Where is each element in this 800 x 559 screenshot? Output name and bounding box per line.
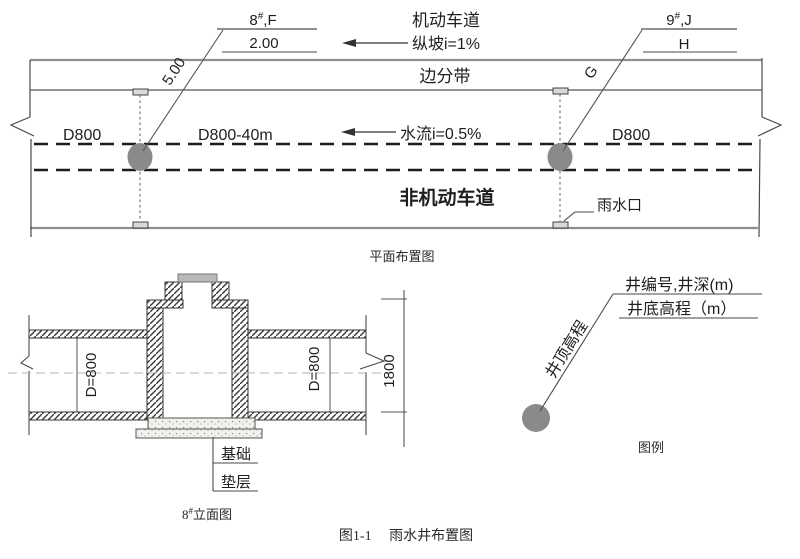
plan-view: 8#,F 2.00 5.00 9#,J H G 机动车道 纵坡i=1% 边分带 … — [9, 11, 783, 264]
inlet-label: 雨水口 — [597, 197, 642, 214]
pipe-right-label: D800 — [612, 127, 650, 144]
section-right-break-line — [359, 315, 386, 435]
pipe-left-dia-label: D=800 — [83, 353, 100, 398]
legend-top-elev-label: 井顶高程 — [542, 317, 591, 381]
section-view: D=800 D=800 1800 基础 垫层 8#立面图 — [8, 273, 407, 522]
rain-inlet-top-left — [132, 88, 149, 96]
foundation-label: 基础 — [221, 446, 251, 463]
well9-branch-label: G — [581, 63, 602, 82]
legend-well-symbol — [522, 404, 550, 432]
neck-left-wall — [164, 281, 183, 301]
well9-callout: 9#,J H G — [562, 11, 737, 152]
slope-annotation: 机动车道 纵坡i=1% — [342, 11, 480, 53]
height-dimension: 1800 — [381, 290, 407, 447]
pipe-right-top-wall — [247, 329, 367, 339]
rain-inlet-top-right — [552, 87, 569, 95]
well9-leader-line — [562, 29, 643, 152]
cushion-block — [135, 428, 263, 439]
neck-right-wall — [211, 281, 230, 301]
flow-annotation: 水流i=0.5% — [341, 125, 481, 143]
manhole-8 — [127, 143, 153, 171]
flow-label: 水流i=0.5% — [400, 125, 481, 143]
slope-label: 纵坡i=1% — [412, 35, 480, 53]
pipe-left-label: D800 — [63, 127, 101, 144]
pipe-left-bottom-wall — [28, 411, 148, 421]
foundation-block — [147, 417, 256, 430]
section-left-break-line — [20, 315, 34, 435]
well8-depth-label: 2.00 — [249, 35, 278, 52]
legend-id-depth-label: 井编号,井深(m) — [625, 276, 733, 294]
slope-arrow-head — [342, 39, 356, 47]
well9-invert-label: H — [679, 36, 690, 53]
well8-leader-line — [142, 29, 224, 152]
plan-caption: 平面布置图 — [369, 249, 434, 264]
figure-caption: 图1-1 雨水井布置图 — [339, 528, 473, 544]
pipe-left-top-wall — [28, 329, 148, 339]
section-caption: 8#立面图 — [182, 506, 232, 522]
motorway-label: 机动车道 — [412, 11, 480, 30]
median-label: 边分带 — [420, 67, 471, 86]
well9-id-label: 9#,J — [666, 11, 692, 29]
flow-arrow-head — [341, 128, 355, 136]
pipe-right-dia-label: D=800 — [306, 347, 323, 392]
legend-caption: 图例 — [638, 440, 664, 455]
nonmotor-label: 非机动车道 — [399, 186, 494, 209]
chamber-left-wall — [146, 307, 164, 419]
corbel-right — [211, 299, 249, 309]
legend-invert-label: 井底高程（m） — [627, 300, 736, 318]
manhole-cover — [177, 273, 218, 283]
cushion-label: 垫层 — [221, 474, 251, 491]
rain-inlet-bottom-left — [132, 221, 149, 229]
well8-id-label: 8#,F — [249, 11, 276, 29]
legend-leader-line — [539, 293, 614, 412]
right-break-border — [757, 58, 783, 238]
pipe-right-bottom-wall — [247, 411, 367, 421]
corbel-left — [146, 299, 184, 309]
foundation-callout: 基础 垫层 — [212, 437, 258, 492]
height-dim-label: 1800 — [381, 354, 398, 387]
legend: 井编号,井深(m) 井底高程（m） 井顶高程 图例 — [522, 276, 762, 455]
pipe-mid-label: D800-40m — [198, 127, 273, 144]
left-break-border — [9, 60, 35, 237]
rain-inlet-bottom-right — [552, 221, 569, 229]
inlet-callout: 雨水口 — [563, 197, 642, 222]
inlet-leader-line — [563, 211, 594, 222]
manhole-9 — [547, 143, 573, 171]
chamber-right-wall — [231, 307, 249, 419]
